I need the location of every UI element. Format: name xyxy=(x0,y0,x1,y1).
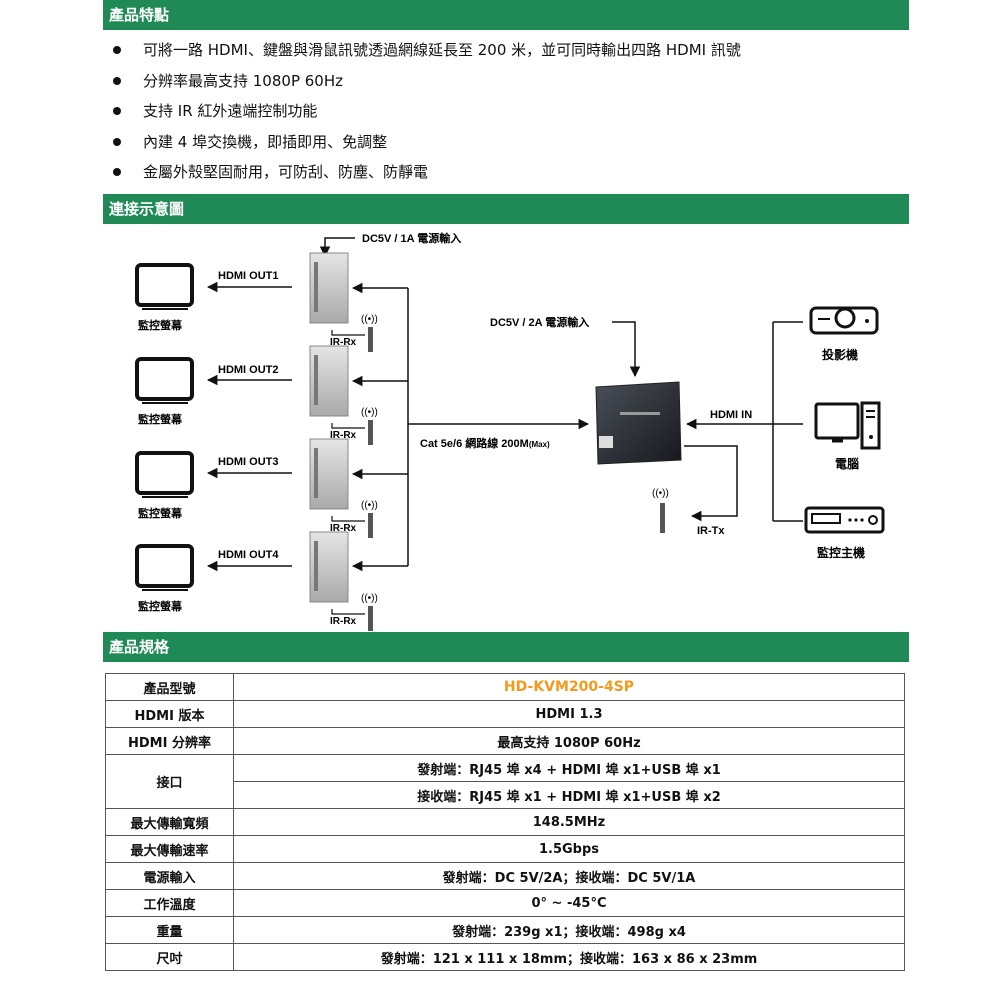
svg-text:((•)): ((•)) xyxy=(361,407,378,418)
spec-label: HDMI 版本 xyxy=(105,700,234,728)
feature-item: 可將一路 HDMI、鍵盤與滑鼠訊號透過網線延長至 200 米，並可同時輸出四路 … xyxy=(103,36,741,67)
tx-power-label: DC5V / 2A 電源輸入 xyxy=(490,315,589,329)
monitor-icon xyxy=(135,544,194,591)
spec-label: 重量 xyxy=(105,916,234,944)
table-row: 工作溫度 0° ~ -45°C xyxy=(105,889,905,917)
ir-rx-label: IR-Rx xyxy=(330,430,357,441)
features-header: 產品特點 xyxy=(103,0,909,30)
svg-text:((•)): ((•)) xyxy=(361,593,378,604)
svg-text:((•)): ((•)) xyxy=(361,500,378,511)
spec-value: 接收端：RJ45 埠 x1 + HDMI 埠 x1+USB 埠 x2 xyxy=(233,781,905,809)
receiver-unit xyxy=(309,252,349,324)
spec-value: 最高支持 1080P 60Hz xyxy=(233,727,905,755)
spec-label: 最大傳輸速率 xyxy=(105,835,234,863)
projector-label: 投影機 xyxy=(822,347,858,362)
spec-header: 產品規格 xyxy=(103,632,909,662)
spec-label: 接口 xyxy=(105,754,234,809)
computer-label: 電腦 xyxy=(835,456,859,471)
receiver-unit xyxy=(309,438,349,510)
computer-icon xyxy=(814,401,881,450)
transmitter-unit xyxy=(595,381,682,465)
monitor-icon xyxy=(135,357,194,404)
projector-icon xyxy=(809,306,879,335)
feature-item: 內建 4 埠交換機，即插即用、免調整 xyxy=(103,128,741,159)
svg-text:((•)): ((•)) xyxy=(361,314,378,325)
spec-label: HDMI 分辨率 xyxy=(105,727,234,755)
table-row: 電源輸入 發射端：DC 5V/2A；接收端：DC 5V/1A xyxy=(105,862,905,890)
monitor-label: 監控螢幕 xyxy=(138,412,183,426)
cable-label: Cat 5e/6 網路線 200M xyxy=(420,436,529,450)
spec-value: HDMI 1.3 xyxy=(233,700,905,728)
table-row: HDMI 版本 HDMI 1.3 xyxy=(105,700,905,728)
spec-value: 148.5MHz xyxy=(233,808,905,836)
dvr-icon xyxy=(804,506,885,534)
table-row: 重量 發射端：239g x1；接收端：498g x4 xyxy=(105,916,905,944)
cable-max-label: (Max) xyxy=(529,440,550,449)
hdmi-out-label: HDMI OUT4 xyxy=(218,549,279,561)
spec-value: 發射端：RJ45 埠 x4 + HDMI 埠 x1+USB 埠 x1 xyxy=(233,754,905,782)
table-row: HDMI 分辨率 最高支持 1080P 60Hz xyxy=(105,727,905,755)
spec-value: 發射端：DC 5V/2A；接收端：DC 5V/1A xyxy=(233,862,905,890)
ir-tx-label: IR-Tx xyxy=(697,525,725,537)
spec-value: 1.5Gbps xyxy=(233,835,905,863)
ir-receiver-icon: ((•)) xyxy=(361,314,378,352)
diagram-header: 連接示意圖 xyxy=(103,194,909,224)
spec-label: 尺吋 xyxy=(105,943,234,971)
spec-value: 發射端：121 x 111 x 18mm；接收端：163 x 86 x 23mm xyxy=(233,943,905,971)
hdmi-out-label: HDMI OUT2 xyxy=(218,364,279,376)
table-row: 產品型號 HD-KVM200-4SP xyxy=(105,673,905,701)
spec-label: 工作溫度 xyxy=(105,889,234,917)
ir-receiver-icon: ((•)) xyxy=(361,500,378,538)
monitor-icon xyxy=(135,263,194,310)
spec-value: 發射端：239g x1；接收端：498g x4 xyxy=(233,916,905,944)
table-row: 接收端：RJ45 埠 x1 + HDMI 埠 x1+USB 埠 x2 xyxy=(106,781,905,809)
ir-rx-label: IR-Rx xyxy=(330,523,357,534)
ir-rx-label: IR-Rx xyxy=(330,616,357,627)
table-row: 最大傳輸寬頻 148.5MHz xyxy=(105,808,905,836)
feature-item: 金屬外殼堅固耐用，可防刮、防塵、防靜電 xyxy=(103,158,741,189)
monitor-label: 監控螢幕 xyxy=(138,318,183,332)
ir-rx-label: IR-Rx xyxy=(330,337,357,348)
table-row: 尺吋 發射端：121 x 111 x 18mm；接收端：163 x 86 x 2… xyxy=(105,943,905,971)
spec-value: 0° ~ -45°C xyxy=(233,889,905,917)
model-number: HD-KVM200-4SP xyxy=(233,673,905,701)
receiver-unit xyxy=(309,531,349,603)
feature-list: 可將一路 HDMI、鍵盤與滑鼠訊號透過網線延長至 200 米，並可同時輸出四路 … xyxy=(103,36,741,189)
monitor-icon xyxy=(135,451,194,498)
rx-power-label: DC5V / 1A 電源輸入 xyxy=(362,231,461,245)
hdmi-out-label: HDMI OUT3 xyxy=(218,456,279,468)
ir-emitter-icon: ((•)) xyxy=(652,488,669,533)
receiver-unit xyxy=(309,345,349,417)
dvr-label: 監控主機 xyxy=(817,545,865,560)
ir-receiver-icon: ((•)) xyxy=(361,407,378,445)
hdmi-in-label: HDMI IN xyxy=(710,409,752,421)
spec-label: 產品型號 xyxy=(105,673,234,701)
table-row: 接口 發射端：RJ45 埠 x4 + HDMI 埠 x1+USB 埠 x1 xyxy=(105,754,905,809)
hdmi-out-label: HDMI OUT1 xyxy=(218,270,279,282)
spec-label: 電源輸入 xyxy=(105,862,234,890)
svg-text:Cat 5e/6 網路線 200M(Max): Cat 5e/6 網路線 200M(Max) xyxy=(420,436,550,450)
spec-label: 最大傳輸寬頻 xyxy=(105,808,234,836)
monitor-label: 監控螢幕 xyxy=(138,506,183,520)
ir-receiver-icon: ((•)) xyxy=(361,593,378,631)
feature-item: 分辨率最高支持 1080P 60Hz xyxy=(103,67,741,98)
table-row: 最大傳輸速率 1.5Gbps xyxy=(105,835,905,863)
feature-item: 支持 IR 紅外遠端控制功能 xyxy=(103,97,741,128)
svg-text:((•)): ((•)) xyxy=(652,488,669,499)
monitor-label: 監控螢幕 xyxy=(138,599,183,613)
spec-table: 產品型號 HD-KVM200-4SP HDMI 版本 HDMI 1.3 HDMI… xyxy=(105,673,905,971)
